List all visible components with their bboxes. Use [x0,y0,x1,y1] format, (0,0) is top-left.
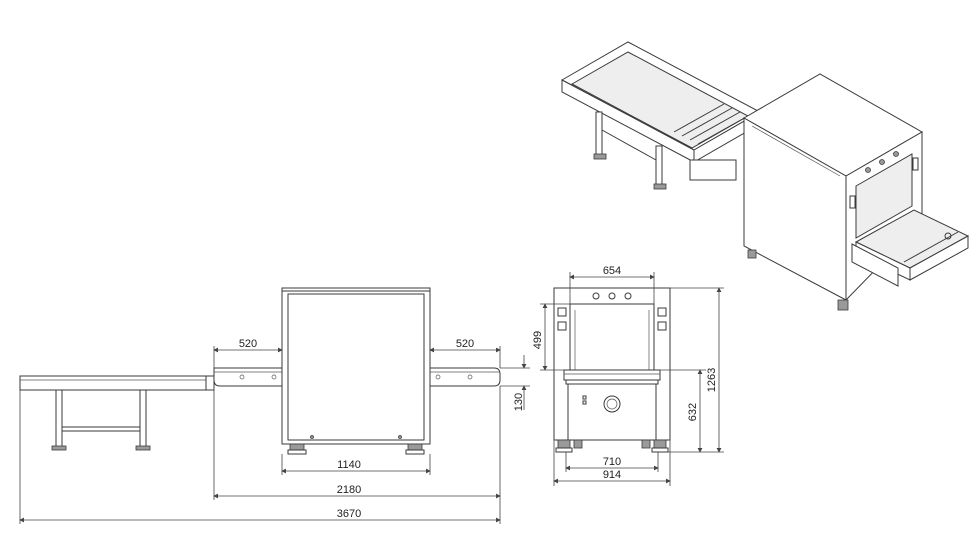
dim-label-left-conveyor: 520 [239,338,257,350]
dim-footprint-inner: 710 [565,452,659,472]
dim-right-conveyor: 520 [429,338,501,368]
dim-tunnel-base: 1140 [281,454,431,475]
dim-tunnel-height: 499 [532,303,570,371]
iso-cabinet [742,73,924,311]
dim-label-overall-length: 3670 [337,508,361,520]
dim-label-tunnel-height: 499 [532,331,544,349]
dim-label-tunnel-width: 654 [603,265,621,277]
dim-label-footprint-outer: 914 [603,469,621,481]
dim-label-overall-height: 1263 [706,368,718,392]
left-short-conveyor [213,367,283,387]
dim-overall-height: 1263 [670,287,724,453]
left-long-conveyor [19,375,215,451]
dim-footprint-outer: 914 [553,440,671,486]
dim-machine-length: 2180 [213,386,501,500]
dim-label-right-conveyor: 520 [456,338,474,350]
dim-conveyor-offset: 130 [500,355,530,411]
dim-overall-length: 3670 [19,390,501,524]
dim-label-machine-length: 2180 [337,484,361,496]
dim-tunnel-width: 654 [569,265,655,304]
right-short-conveyor [429,367,501,387]
dim-label-conveyor-offset: 130 [513,393,525,411]
dim-conveyor-height: 632 [660,369,706,453]
dim-label-footprint-inner: 710 [603,456,621,468]
front-view: 520 520 130 1140 2180 [19,287,530,524]
side-view: 654 499 632 1263 710 [532,265,724,486]
main-cabinet [281,287,431,455]
isometric-view [560,41,970,311]
dim-label-conveyor-height: 632 [687,403,699,421]
dim-left-conveyor: 520 [213,338,283,368]
dim-label-tunnel-base: 1140 [337,459,361,471]
iso-output-conveyor [851,209,970,287]
iso-input-conveyor [560,41,762,190]
